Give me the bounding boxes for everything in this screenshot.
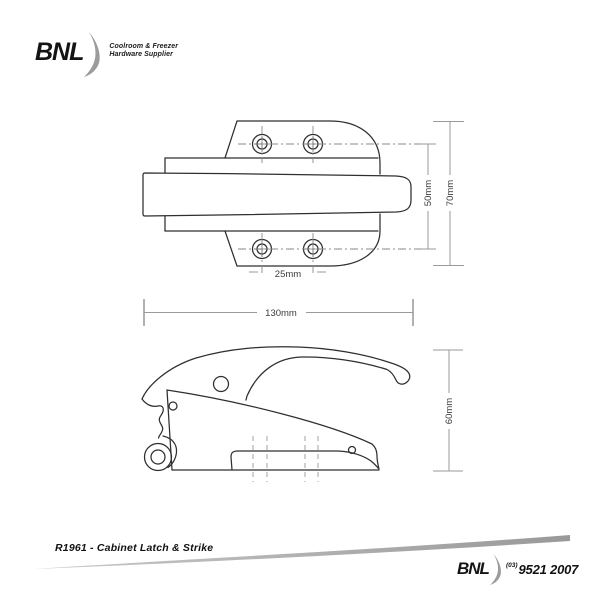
roller-inner xyxy=(150,449,166,465)
header-logo: BNL Coolroom & Freezer Hardware Supplier xyxy=(35,30,178,78)
latch-base-top-edge xyxy=(166,389,380,470)
dimension-50mm: 50mm xyxy=(421,143,436,250)
dimension-60mm: 60mm xyxy=(433,349,463,472)
latch-base-left-edge xyxy=(166,389,173,471)
centerlines xyxy=(238,126,428,274)
phone-area-code: (03) xyxy=(505,561,518,569)
dimension-70mm: 70mm xyxy=(433,121,464,266)
dim-label-70mm: 70mm xyxy=(445,180,456,206)
latch-handle-top-view xyxy=(142,172,412,217)
dimension-25mm: 25mm xyxy=(249,269,326,280)
dimension-130mm: 130mm xyxy=(143,299,414,326)
brand-tagline: Coolroom & Freezer Hardware Supplier xyxy=(109,43,178,59)
tagline-line1: Coolroom & Freezer xyxy=(109,43,179,50)
tagline-line2: Hardware Supplier xyxy=(109,51,173,58)
footer-logo: BNL (03) 9521 2007 xyxy=(457,553,578,585)
phone-number: 9521 2007 xyxy=(518,561,579,577)
plate-pin xyxy=(347,445,357,455)
dim-label-25mm: 25mm xyxy=(275,269,301,280)
latch-catch-notches xyxy=(141,398,164,439)
dim-label-60mm: 60mm xyxy=(444,398,455,424)
dim-label-50mm: 50mm xyxy=(423,180,434,206)
latch-body-bottom-flange xyxy=(224,213,381,267)
roller-outer xyxy=(143,442,173,472)
footer-brand-swoosh-icon xyxy=(490,553,501,585)
dim-label-130mm: 130mm xyxy=(265,308,297,319)
brand-swoosh-icon xyxy=(84,31,101,77)
latch-body-top-flange xyxy=(224,120,381,175)
side-view-drawing: 60mm xyxy=(141,346,463,482)
handle-hole xyxy=(212,375,230,393)
top-view-drawing: 50mm 70mm 25mm 130mm xyxy=(142,120,464,326)
latch-handle-side-profile xyxy=(141,346,411,401)
hidden-hole-lines xyxy=(252,436,319,482)
pivot-pin xyxy=(168,401,178,411)
brand-wordmark: BNL xyxy=(35,37,84,66)
product-title: R1961 - Cabinet Latch & Strike xyxy=(55,542,214,554)
footer-brand-wordmark: BNL xyxy=(457,558,490,578)
